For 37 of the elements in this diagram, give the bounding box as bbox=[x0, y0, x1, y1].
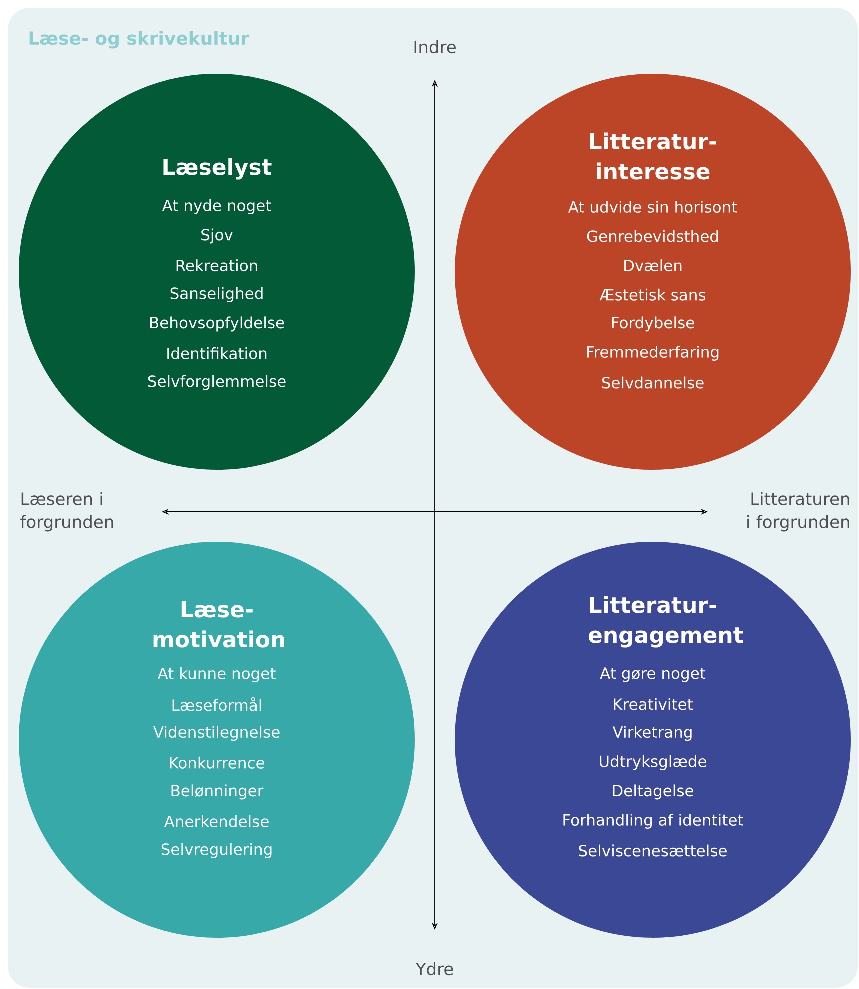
list-item: Selviscenesættelse bbox=[579, 844, 727, 857]
list-item: Udtryksglæde bbox=[600, 755, 706, 770]
axis-label: Indre bbox=[414, 40, 456, 54]
list-item: Identifikation bbox=[168, 348, 267, 360]
list-item: At nyde noget bbox=[162, 200, 272, 214]
circle-heading: Litteratur-interesse bbox=[590, 132, 716, 180]
list-item: At gøre noget bbox=[600, 668, 706, 682]
axis-label: Litteraturen i forgrunden bbox=[748, 492, 850, 532]
list-item: Læseformål bbox=[172, 697, 262, 712]
list-item: Selvforglemmelse bbox=[148, 375, 286, 390]
list-item: Genrebevidsthed bbox=[587, 230, 718, 242]
list-item: Belønninger bbox=[172, 784, 264, 800]
list-item: Videnstilegnelse bbox=[154, 726, 280, 742]
list-item: Anerkendelse bbox=[164, 816, 269, 828]
list-item: Kreativitet bbox=[614, 698, 694, 710]
list-item: Konkurrence bbox=[170, 756, 264, 769]
circle-heading: Læse-motivation bbox=[154, 601, 284, 648]
list-item: Deltagelse bbox=[613, 784, 694, 800]
list-item: Virketrang bbox=[612, 726, 692, 742]
axis-label: Læseren i forgrunden bbox=[20, 492, 114, 532]
list-item: Fordybelse bbox=[612, 316, 694, 332]
list-item: Rekreation bbox=[176, 260, 258, 272]
list-item: Dvælen bbox=[624, 260, 682, 272]
axis-label: Ydre bbox=[416, 962, 454, 976]
circle-heading: Læselyst bbox=[164, 158, 272, 180]
list-item: Selvdannelse bbox=[602, 376, 704, 389]
list-item: Sanselighed bbox=[170, 287, 263, 302]
title: Læse- og skrivekultur bbox=[30, 31, 250, 49]
list-item: Sjov bbox=[202, 228, 233, 244]
list-item: Æstetisk sans bbox=[600, 288, 706, 301]
list-item: At udvide sin horisont bbox=[568, 201, 738, 213]
circle-heading: Litteratur-engagement bbox=[588, 596, 744, 648]
list-item: Forhandling af identitet bbox=[564, 814, 744, 829]
list-item: At kunne noget bbox=[158, 668, 276, 682]
list-item: Behovsopfyldelse bbox=[150, 316, 284, 332]
list-item: Selvregulering bbox=[162, 843, 272, 858]
list-item: Fremmederfaring bbox=[587, 346, 719, 361]
